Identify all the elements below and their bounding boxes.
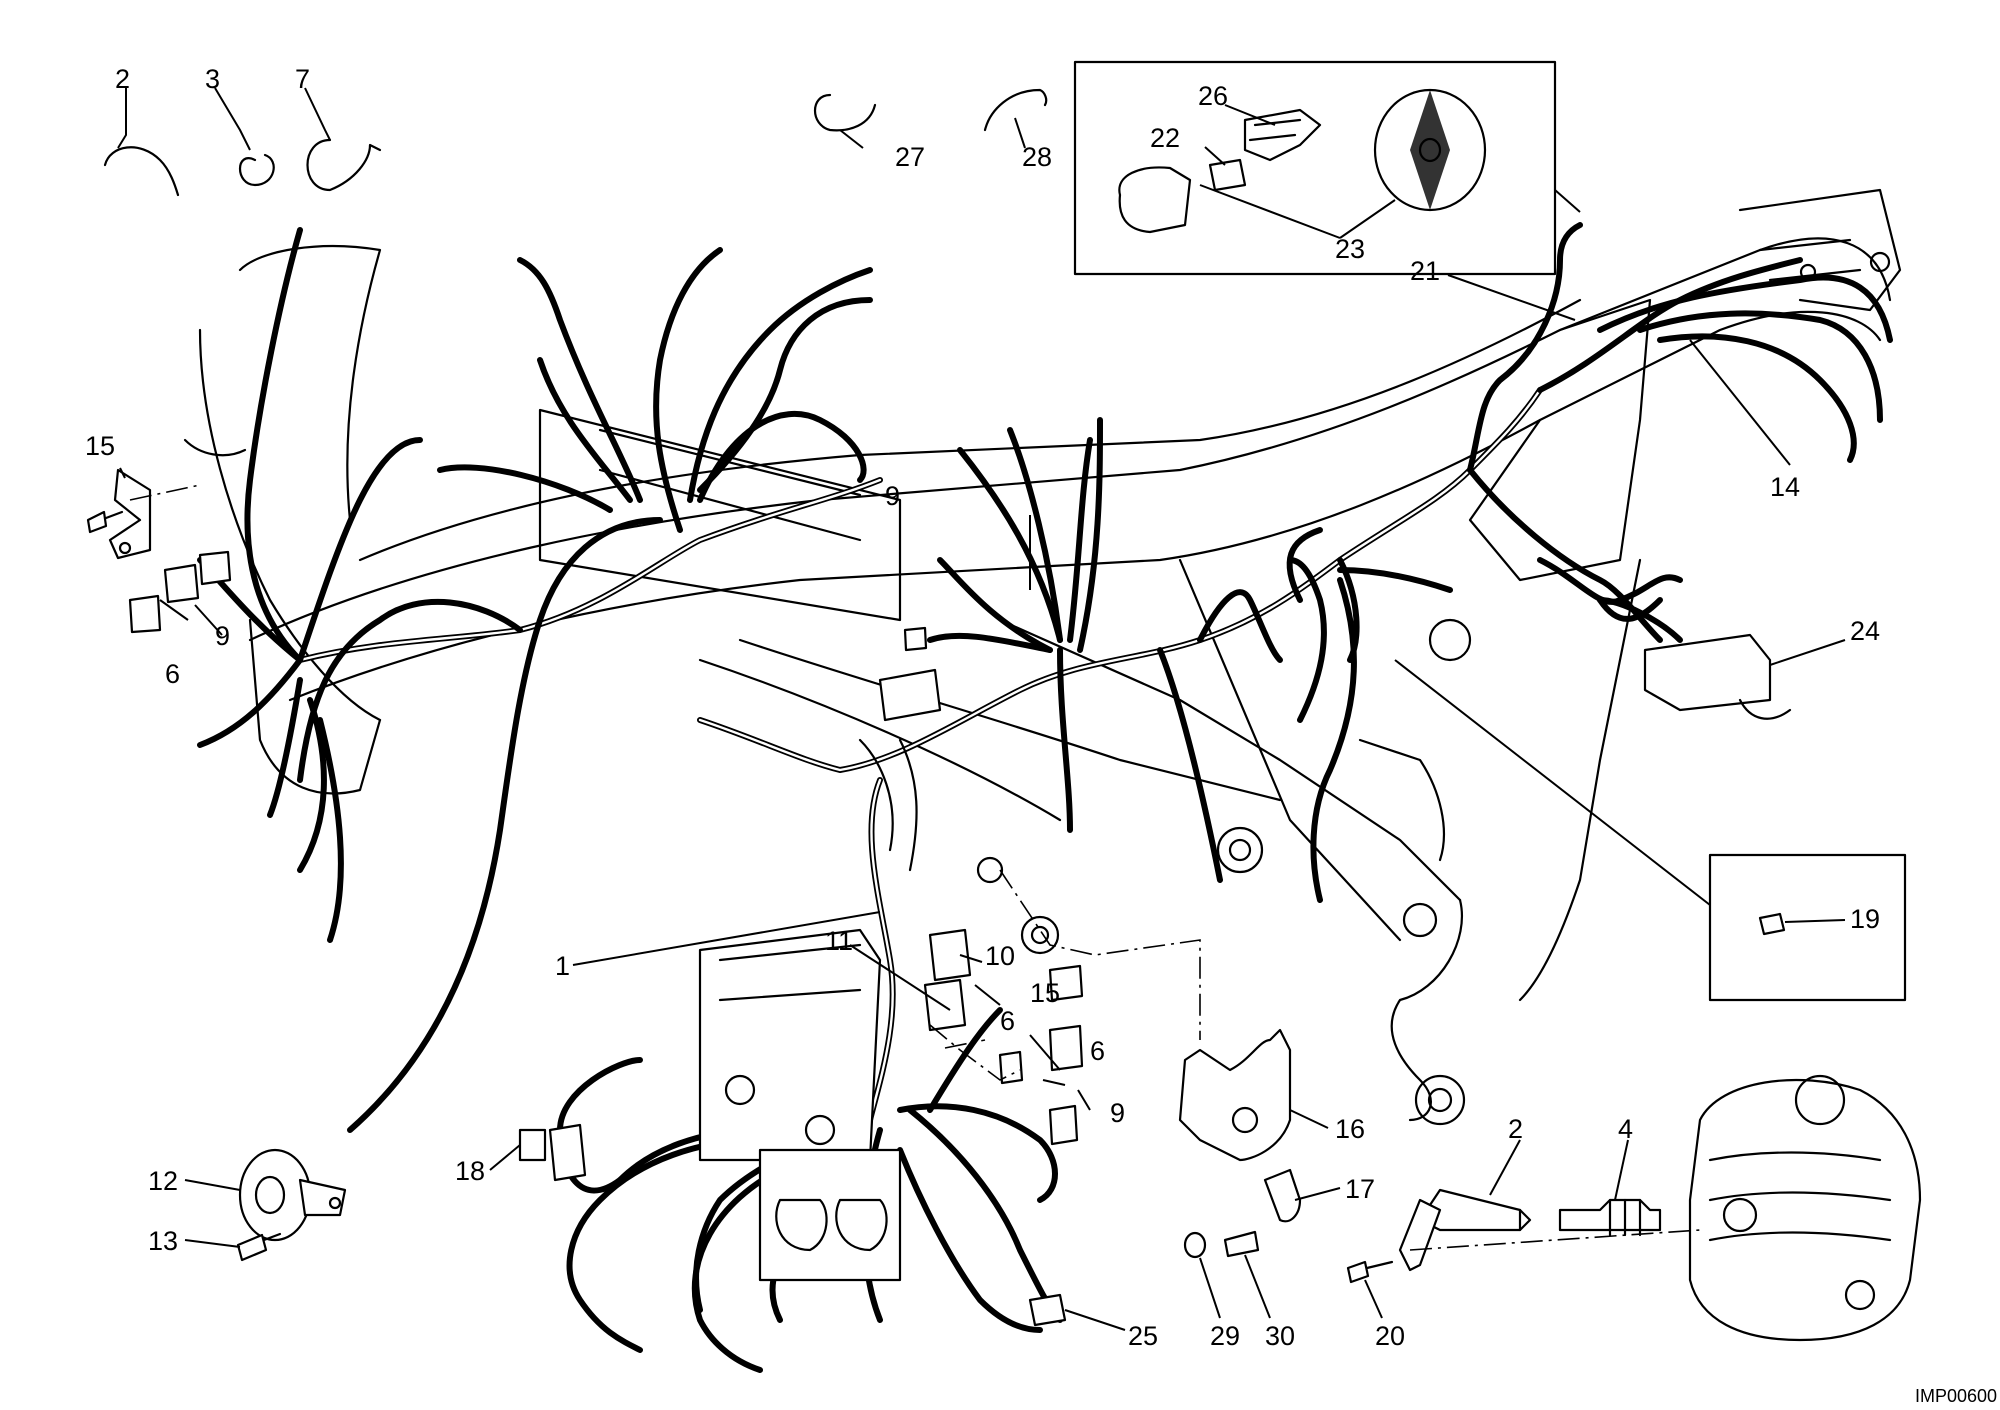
callout-13: 13 <box>148 1226 178 1256</box>
screw-30 <box>1223 1230 1260 1258</box>
callout-25: 25 <box>1128 1321 1158 1351</box>
callout-9-left: 9 <box>215 621 230 651</box>
callout-24: 24 <box>1850 616 1880 646</box>
clip-5 <box>239 153 275 187</box>
main-wiring-harness <box>197 222 1893 1373</box>
callout-20: 20 <box>1375 1321 1405 1351</box>
callout-21: 21 <box>1410 256 1440 286</box>
horn-mounting-screw <box>236 1232 282 1262</box>
screw-20 <box>1346 1260 1394 1284</box>
relay-block-8 <box>878 626 942 722</box>
module-24 <box>1643 633 1792 720</box>
clip-28 <box>983 88 1048 132</box>
callout-14: 14 <box>1770 472 1800 502</box>
horn <box>238 1148 347 1242</box>
screw-17 <box>1263 1168 1302 1223</box>
callout-3: 2 <box>1508 1114 1523 1144</box>
callout-15-centre: 15 <box>1030 978 1060 1008</box>
callout-27: 27 <box>895 142 925 172</box>
inset-box-top <box>1073 60 1557 276</box>
callout-6-left: 6 <box>165 659 180 689</box>
callout-1: 1 <box>555 951 570 981</box>
callout-10: 10 <box>985 941 1015 971</box>
washer-29 <box>1183 1231 1207 1259</box>
callout-19: 18 <box>455 1156 485 1186</box>
callout-5: 3 <box>205 64 220 94</box>
callout-26: 26 <box>1198 81 1228 111</box>
callout-12: 12 <box>148 1166 178 1196</box>
connector-25 <box>1028 1293 1067 1327</box>
bracket-left <box>108 468 152 560</box>
callout-11: 11 <box>825 926 853 956</box>
callout-29: 29 <box>1210 1321 1240 1351</box>
inset-box-right <box>1708 853 1907 1002</box>
clip-27 <box>814 93 877 132</box>
bracket-screw-left <box>86 510 124 534</box>
drawing-code: IMP00600 <box>1915 1386 1997 1406</box>
callout-2: 2 <box>115 64 130 94</box>
callout-28: 28 <box>1022 142 1052 172</box>
callout-9-centre: 9 <box>1110 1098 1125 1128</box>
callout-6-centre-b: 6 <box>1090 1036 1105 1066</box>
relay-left <box>128 550 232 634</box>
leader-lines <box>117 87 1846 1331</box>
callout-4: 4 <box>1618 1114 1633 1144</box>
cylinder-head <box>1688 1074 1922 1342</box>
callout-7: 7 <box>295 64 310 94</box>
callout-17: 17 <box>1345 1174 1375 1204</box>
ignition-coils <box>775 1198 888 1252</box>
clip-2 <box>103 146 180 197</box>
callout-23: 23 <box>1335 234 1365 264</box>
callout-16: 16 <box>1335 1114 1365 1144</box>
fuse-box <box>518 1123 587 1182</box>
connector-18 <box>1758 912 1786 936</box>
callout-30: 30 <box>1265 1321 1295 1351</box>
spark-plug <box>1558 1198 1662 1237</box>
callout-15-left: 15 <box>85 431 115 461</box>
relay-cluster-centre <box>923 928 1084 1146</box>
callout-22: 22 <box>1150 123 1180 153</box>
callout-labels: 2 3 7 27 28 26 22 23 21 14 24 19 15 9 6 … <box>85 64 1880 1351</box>
callout-8: 9 <box>885 481 900 511</box>
clip-7 <box>306 138 382 192</box>
sensor-3 <box>1398 1188 1532 1272</box>
bracket-16 <box>1178 1028 1292 1162</box>
callout-18: 19 <box>1850 904 1880 934</box>
callout-6-centre-a: 6 <box>1000 1006 1015 1036</box>
